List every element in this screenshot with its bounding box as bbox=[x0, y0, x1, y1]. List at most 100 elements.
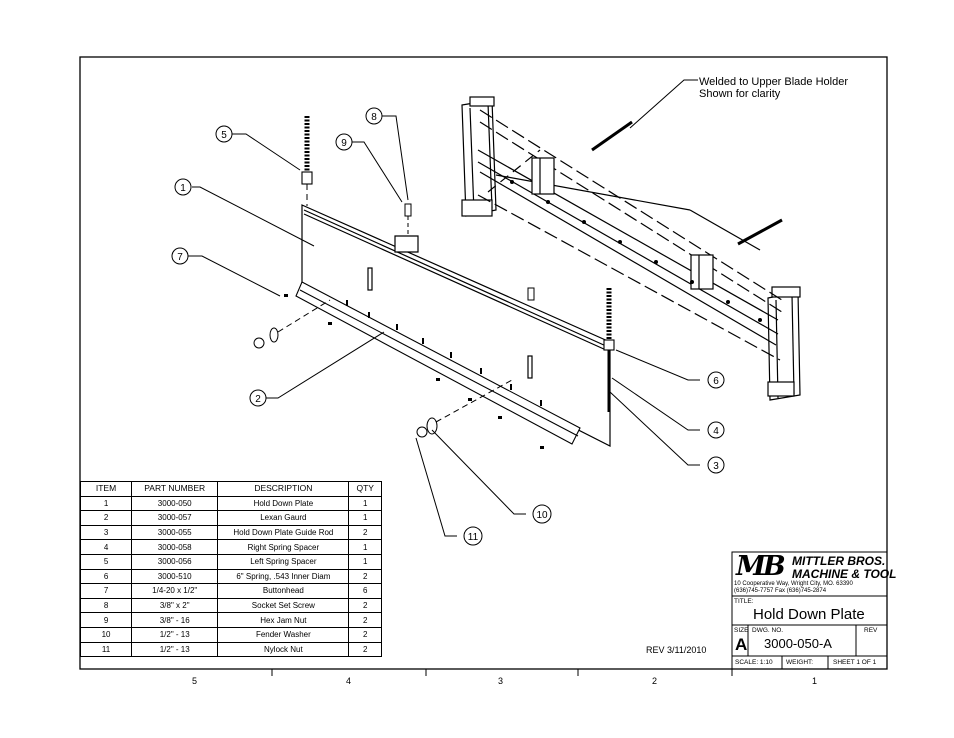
zone-label: 2 bbox=[652, 676, 658, 686]
balloon-label: 1 bbox=[180, 183, 186, 194]
revision-date: REV 3/11/2010 bbox=[646, 645, 707, 655]
drawing-title: Hold Down Plate bbox=[753, 606, 865, 623]
balloon-1 bbox=[174, 178, 192, 196]
upper-blade-holder-frame bbox=[461, 96, 801, 401]
callout-note: Welded to Upper Blade Holder Shown for c… bbox=[699, 76, 848, 100]
cell-description: Fender Washer bbox=[217, 626, 350, 643]
cell-description: Hold Down Plate bbox=[217, 495, 350, 512]
cell-qty: 2 bbox=[348, 626, 382, 643]
column-header-item: ITEM bbox=[79, 481, 133, 497]
cell-item: 5 bbox=[79, 553, 133, 570]
right-spring-and-rod bbox=[603, 288, 615, 412]
balloon-label: 10 bbox=[536, 510, 548, 521]
cell-description: Nylock Nut bbox=[217, 641, 350, 658]
set-screws bbox=[404, 203, 535, 301]
cell-part-number: 1/2" - 13 bbox=[131, 641, 219, 658]
callout-line-1: Welded to Upper Blade Holder bbox=[699, 76, 848, 88]
cell-part-number: 3/8" - 16 bbox=[131, 612, 219, 628]
weight-field: WEIGHT: bbox=[786, 659, 814, 666]
title-label: TITLE: bbox=[734, 598, 754, 605]
cell-qty: 2 bbox=[348, 641, 382, 658]
cell-item: 8 bbox=[79, 597, 133, 614]
zone-label: 4 bbox=[346, 676, 352, 686]
leader-lines bbox=[188, 79, 700, 537]
balloon-6 bbox=[707, 371, 725, 389]
sheet-field: SHEET 1 OF 1 bbox=[833, 659, 877, 666]
cell-qty: 2 bbox=[348, 597, 382, 614]
left-spring bbox=[301, 116, 313, 206]
cell-description: Hex Jam Nut bbox=[217, 612, 350, 628]
cell-item: 10 bbox=[79, 626, 133, 643]
cell-item: 1 bbox=[79, 495, 133, 512]
hold-down-plate bbox=[301, 204, 611, 447]
balloon-label: 8 bbox=[371, 112, 377, 123]
size-label: SIZE bbox=[734, 627, 749, 634]
cell-part-number: 3000-510 bbox=[131, 568, 219, 585]
rev-label: REV bbox=[864, 627, 878, 634]
company-name-line-1: MITTLER BROS. bbox=[792, 554, 886, 568]
sheet-size: A bbox=[735, 635, 748, 654]
balloon-label: 5 bbox=[221, 130, 227, 141]
cell-qty: 1 bbox=[348, 495, 382, 512]
cell-description: Left Spring Spacer bbox=[217, 553, 350, 570]
cell-qty: 2 bbox=[348, 612, 382, 628]
column-header-part-number: PART NUMBER bbox=[131, 481, 219, 497]
balloon-label: 11 bbox=[468, 532, 479, 543]
cell-description: Lexan Gaurd bbox=[217, 510, 350, 526]
cell-part-number: 1/4-20 x 1/2" bbox=[131, 583, 219, 599]
cell-part-number: 3000-050 bbox=[131, 495, 219, 512]
cell-item: 6 bbox=[79, 568, 133, 585]
cell-part-number: 3000-056 bbox=[131, 553, 219, 570]
cell-item: 2 bbox=[79, 510, 133, 526]
balloon-9 bbox=[335, 133, 353, 151]
cell-description: Right Spring Spacer bbox=[217, 539, 350, 555]
drawing-border bbox=[79, 56, 888, 670]
balloon-4 bbox=[707, 421, 725, 439]
cell-part-number: 3000-057 bbox=[131, 510, 219, 526]
cell-item: 7 bbox=[79, 583, 133, 599]
balloon-label: 3 bbox=[713, 461, 719, 472]
table-header-row: ITEM PART NUMBER DESCRIPTION QTY bbox=[79, 481, 382, 497]
balloon-label: 9 bbox=[341, 138, 347, 149]
cell-description: 6" Spring, .543 Inner Diam bbox=[217, 568, 350, 585]
lexan-guard bbox=[295, 281, 581, 445]
scale-field: SCALE: 1:10 bbox=[735, 659, 773, 666]
balloon-7 bbox=[171, 247, 189, 265]
cell-item: 9 bbox=[79, 612, 133, 628]
zone-label: 5 bbox=[192, 676, 198, 686]
address-line-1: 10 Cooperative Way, Wright City, MO. 633… bbox=[734, 581, 853, 587]
address-line-2: (636)745-7757 Fax (636)745-2874 bbox=[734, 588, 827, 594]
cell-item: 11 bbox=[79, 641, 133, 658]
company-logo: MB bbox=[736, 551, 786, 582]
balloon-2 bbox=[249, 389, 267, 407]
balloon-label: 6 bbox=[713, 376, 719, 387]
cell-part-number: 3000-055 bbox=[131, 524, 219, 541]
cell-item: 4 bbox=[79, 539, 133, 555]
balloon-11 bbox=[463, 526, 483, 546]
balloon-labels: 1 2 3 4 5 6 7 8 9 10 11 bbox=[177, 112, 719, 543]
cell-description: Hold Down Plate Guide Rod bbox=[217, 524, 350, 541]
cell-part-number: 3000-058 bbox=[131, 539, 219, 555]
cell-description: Socket Set Screw bbox=[217, 597, 350, 614]
balloon-label: 7 bbox=[177, 252, 183, 263]
title-block-frame bbox=[731, 551, 888, 670]
cell-qty: 2 bbox=[348, 568, 382, 585]
fasteners bbox=[253, 294, 544, 449]
balloon-label: 2 bbox=[255, 394, 261, 405]
zone-label: 1 bbox=[812, 676, 818, 686]
company-name-line-2: MACHINE & TOOL bbox=[792, 567, 897, 581]
cell-item: 3 bbox=[79, 524, 133, 541]
balloon-3 bbox=[707, 456, 725, 474]
cell-qty: 2 bbox=[348, 524, 382, 541]
cell-part-number: 1/2" - 13 bbox=[131, 626, 219, 643]
